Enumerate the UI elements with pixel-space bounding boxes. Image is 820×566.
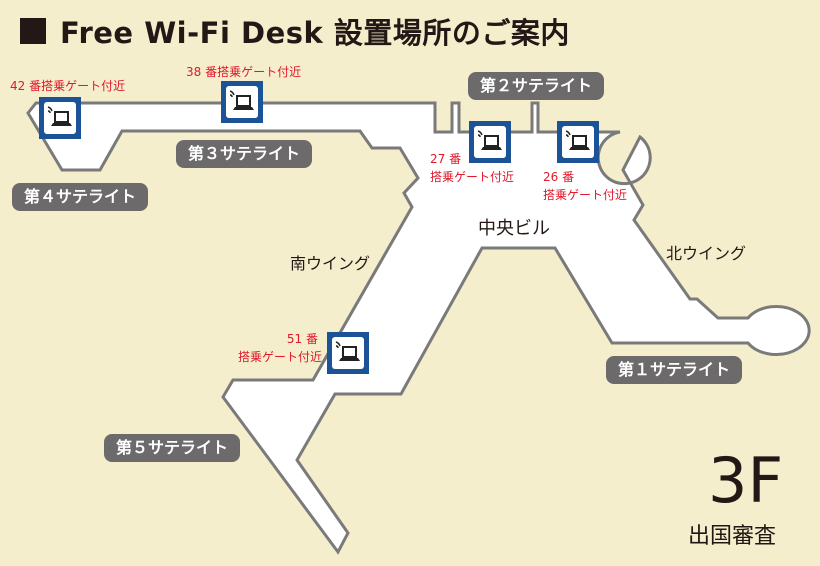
wifi-desk-gate-27[interactable] <box>469 121 511 163</box>
satellite-5-label: 第５サテライト <box>104 434 241 462</box>
gate-51-label: 51 番搭乗ゲート付近 <box>238 330 323 366</box>
gate-51-text: 搭乗ゲート付近 <box>238 350 323 364</box>
gate-26-label: 26 番搭乗ゲート付近 <box>543 168 627 204</box>
floor-name: 出国審査 <box>688 524 777 549</box>
wifi-desk-gate-42[interactable] <box>39 97 81 139</box>
satellite-1-label: 第１サテライト <box>606 356 743 384</box>
satellite-4-label: 第４サテライト <box>12 183 149 211</box>
south-wing-label: 南ウイング <box>290 254 371 273</box>
wifi-laptop-icon <box>47 106 72 126</box>
wifi-desk-gate-26[interactable] <box>557 121 599 163</box>
wifi-laptop-icon <box>335 341 360 361</box>
satellite-2-label: 第２サテライト <box>468 72 605 100</box>
terminal-outline <box>26 101 811 555</box>
satellite-3-label: 第３サテライト <box>176 140 313 168</box>
gate-51-number: 51 番 <box>286 332 318 346</box>
page-title: Free Wi-Fi Desk 設置場所のご案内 <box>20 10 570 52</box>
gate-27-text: 搭乗ゲート付近 <box>430 170 515 184</box>
north-wing-label: 北ウイング <box>666 244 747 263</box>
wifi-desk-gate-38[interactable] <box>221 81 263 123</box>
gate-38-label: 38 番搭乗ゲート付近 <box>186 65 302 79</box>
gate-27-label: 27 番搭乗ゲート付近 <box>430 150 514 186</box>
gate-42-label: 42 番搭乗ゲート付近 <box>10 79 126 93</box>
gate-26-number: 26 番 <box>543 170 575 184</box>
title-square-icon <box>20 18 46 44</box>
center-building-label: 中央ビル <box>478 218 550 239</box>
wifi-laptop-icon <box>229 90 254 110</box>
title-text: Free Wi-Fi Desk 設置場所のご案内 <box>60 16 570 50</box>
wifi-desk-gate-51[interactable] <box>327 332 369 374</box>
wifi-laptop-icon <box>477 130 502 150</box>
gate-27-number: 27 番 <box>430 152 462 166</box>
gate-26-text: 搭乗ゲート付近 <box>543 188 628 202</box>
wifi-laptop-icon <box>565 130 590 150</box>
floor-level: 3F <box>708 444 784 517</box>
